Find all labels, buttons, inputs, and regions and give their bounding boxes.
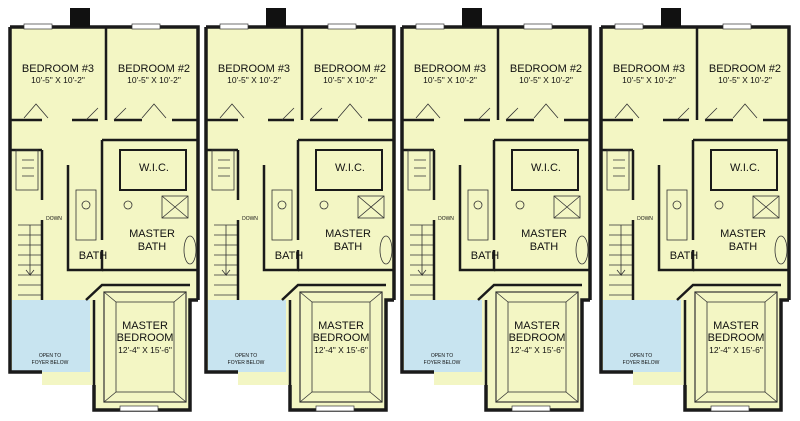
open-to-foyer-label-line1: OPEN TO — [431, 353, 453, 359]
master-bedroom-label-line2: BEDROOM — [117, 332, 174, 344]
bedroom-2-dims: 10'-5" X 10'-2" — [519, 75, 573, 85]
master-bedroom-label-line1: MASTER — [122, 320, 168, 332]
open-to-foyer-label-line2: FOYER BELOW — [228, 360, 265, 366]
bedroom-3-label: BEDROOM #3 — [22, 63, 94, 75]
bedroom-3-label: BEDROOM #3 — [414, 63, 486, 75]
master-bath-label-line1: MASTER — [521, 228, 567, 240]
master-bath-label-line1: MASTER — [129, 228, 175, 240]
master-bath-label-line2: BATH — [729, 241, 758, 253]
bath-label: BATH — [670, 250, 699, 262]
master-bedroom-dims: 12'-4" X 15'-6" — [709, 345, 763, 355]
master-bath-label-line2: BATH — [530, 241, 559, 253]
open-to-foyer-label-line1: OPEN TO — [39, 353, 61, 359]
master-bedroom-label-line2: BEDROOM — [708, 332, 765, 344]
bedroom-2-dims: 10'-5" X 10'-2" — [323, 75, 377, 85]
open-to-foyer-label-line2: FOYER BELOW — [32, 360, 69, 366]
down-label: DOWN — [242, 216, 258, 222]
master-bath-label-line1: MASTER — [325, 228, 371, 240]
open-to-foyer-label-line1: OPEN TO — [235, 353, 257, 359]
master-bedroom-dims: 12'-4" X 15'-6" — [510, 345, 564, 355]
master-bedroom-label-line1: MASTER — [514, 320, 560, 332]
bedroom-3-label: BEDROOM #3 — [218, 63, 290, 75]
bedroom-2-label: BEDROOM #2 — [510, 63, 582, 75]
open-to-foyer-label-line2: FOYER BELOW — [623, 360, 660, 366]
open-to-foyer-label-line1: OPEN TO — [630, 353, 652, 359]
bedroom-3-dims: 10'-5" X 10'-2" — [423, 75, 477, 85]
master-bath-label-line1: MASTER — [720, 228, 766, 240]
master-bath-label-line2: BATH — [334, 241, 363, 253]
open-to-foyer-label-line2: FOYER BELOW — [424, 360, 461, 366]
master-bedroom-label-line1: MASTER — [713, 320, 759, 332]
bath-label: BATH — [275, 250, 304, 262]
master-bedroom-label-line2: BEDROOM — [509, 332, 566, 344]
master-bedroom-dims: 12'-4" X 15'-6" — [314, 345, 368, 355]
down-label: DOWN — [637, 216, 653, 222]
master-bedroom-label-line1: MASTER — [318, 320, 364, 332]
wic-label: W.I.C. — [139, 162, 169, 174]
down-label: DOWN — [438, 216, 454, 222]
bedroom-3-dims: 10'-5" X 10'-2" — [31, 75, 85, 85]
master-bedroom-dims: 12'-4" X 15'-6" — [118, 345, 172, 355]
wic-label: W.I.C. — [730, 162, 760, 174]
bath-label: BATH — [471, 250, 500, 262]
bedroom-3-dims: 10'-5" X 10'-2" — [622, 75, 676, 85]
bedroom-2-label: BEDROOM #2 — [118, 63, 190, 75]
master-bedroom-label-line2: BEDROOM — [313, 332, 370, 344]
down-label: DOWN — [46, 216, 62, 222]
bedroom-2-dims: 10'-5" X 10'-2" — [127, 75, 181, 85]
bedroom-2-label: BEDROOM #2 — [314, 63, 386, 75]
bedroom-3-dims: 10'-5" X 10'-2" — [227, 75, 281, 85]
wic-label: W.I.C. — [335, 162, 365, 174]
bedroom-2-dims: 10'-5" X 10'-2" — [718, 75, 772, 85]
bedroom-3-label: BEDROOM #3 — [613, 63, 685, 75]
bath-label: BATH — [79, 250, 108, 262]
wic-label: W.I.C. — [531, 162, 561, 174]
master-bath-label-line2: BATH — [138, 241, 167, 253]
bedroom-2-label: BEDROOM #2 — [709, 63, 781, 75]
